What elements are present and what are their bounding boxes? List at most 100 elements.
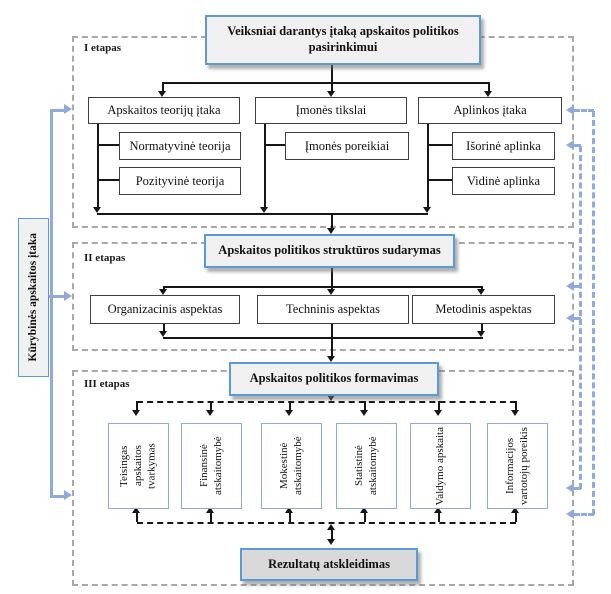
arrow-right-icon [64,291,72,301]
top-factors-box: Veiksniai darantys įtaką apskaitos polit… [205,15,481,65]
connector-dashed [438,513,440,522]
box-technical-aspect: Techninis aspektas [257,295,409,324]
connector-dashed [136,513,138,522]
arrow-down-icon [477,289,485,295]
box-proper-accounting: Teisingas apskaitos tvarkymas [108,423,169,509]
stage3-title-box: Apskaitos politikos formavimas [229,362,439,396]
connector-dashed [364,513,366,522]
connector [162,82,164,91]
box-label: Vidinė aplinka [466,173,541,188]
arrow-right-icon [64,104,72,114]
connector [331,322,333,356]
arrow-down-icon [327,289,335,295]
connector [427,179,452,181]
creative-accounting-label: Kūrybinės apskaitos įtaka [27,233,40,362]
blue-feedback-outer [574,513,594,516]
arrow-down-icon [511,410,519,416]
blue-connector [50,110,53,497]
box-label: Valdymo apskaita [433,426,446,506]
arrow-down-icon [484,91,492,97]
connector [427,144,452,146]
connector [331,286,333,290]
arrow-up-icon [285,507,293,513]
box-label: Apskaitos politikos formavimas [249,371,419,386]
connector [427,122,429,207]
arrow-down-icon [206,410,214,416]
arrow-down-icon [285,410,293,416]
creative-accounting-box: Kūrybinės apskaitos įtaka [18,218,49,377]
connector-dashed [289,401,291,410]
connector [97,144,119,146]
box-label: Rezultatų atskleidimas [268,557,390,571]
arrow-down-icon [132,410,140,416]
box-company-needs: Įmonės poreikiai [285,132,409,160]
arrow-up-icon [132,507,140,513]
box-label: Pozityvinė teorija [135,173,225,188]
blue-connector [50,109,65,112]
box-label: Išorinė aplinka [466,138,541,153]
blue-feedback-outer [574,109,594,112]
box-company-goals: Įmonės tikslai [255,97,407,124]
blue-feedback-inner [574,317,581,320]
connector [163,337,483,339]
box-label: Aplinkos įtaka [453,103,527,117]
box-label: Įmonės tikslai [295,103,367,117]
arrow-down-icon [158,91,166,97]
box-information-users-needs: Informacijos vartotojų poreikis [487,423,548,509]
connector-dashed [364,401,366,410]
arrow-down-icon [327,356,335,362]
box-normative-theory: Normatyvinė teorija [119,132,241,160]
arrow-left-icon [566,140,574,150]
connector [97,213,428,215]
box-financial-reporting: Finansinė atskaitomybė [181,423,242,509]
arrow-down-icon [434,410,442,416]
connector [331,264,333,286]
blue-feedback-outer [592,111,595,515]
arrow-left-icon [566,105,574,115]
connector [97,122,99,207]
connector [264,122,266,207]
blue-connector [50,495,65,498]
arrow-left-icon [566,509,574,519]
connector-dashed [137,401,516,403]
box-label: Apskaitos teorijų įtaka [107,103,221,117]
box-label: Mokestinė atskaitomybė [277,436,304,496]
box-methodical-aspect: Metodinis aspektas [412,295,555,324]
box-label: Statistinė atskaitomybė [352,436,379,496]
arrow-down-icon [93,207,101,213]
arrow-down-icon [360,410,368,416]
arrow-down-icon [327,395,335,401]
stage1-label: I etapas [84,42,121,54]
connector [331,213,333,229]
arrow-down-icon [159,289,167,295]
connector [331,82,333,91]
connector-dashed [289,513,291,522]
connector-dashed [210,401,212,410]
box-tax-reporting: Mokestinė atskaitomybė [261,423,322,509]
arrow-down-icon [327,228,335,234]
box-organizational-aspect: Organizacinis aspektas [90,295,240,324]
box-environment-influence: Aplinkos įtaka [418,97,562,124]
arrow-down-icon [327,91,335,97]
box-label: Teisingas apskaitos tvarkymas [117,443,158,489]
arrow-down-icon [327,539,335,545]
box-label: Organizacinis aspektas [107,302,223,316]
arrow-left-icon [566,281,574,291]
connector-dashed [515,513,517,522]
arrow-up-icon [206,507,214,513]
box-label: Normatyvinė teorija [129,138,231,153]
arrow-down-icon [477,331,485,337]
connector [481,286,483,290]
box-label: Įmonės poreikiai [304,138,390,153]
arrow-left-icon [566,483,574,493]
box-label: Apskaitos politikos struktūros sudarymas [218,243,441,258]
arrow-down-icon [260,207,268,213]
connector [163,286,483,288]
connector-dashed [515,401,517,410]
box-statistical-reporting: Statistinė atskaitomybė [336,423,397,509]
connector [97,179,119,181]
box-internal-environment: Vidinė aplinka [452,167,555,195]
blue-feedback-inner [574,144,581,147]
arrow-left-icon [566,313,574,323]
